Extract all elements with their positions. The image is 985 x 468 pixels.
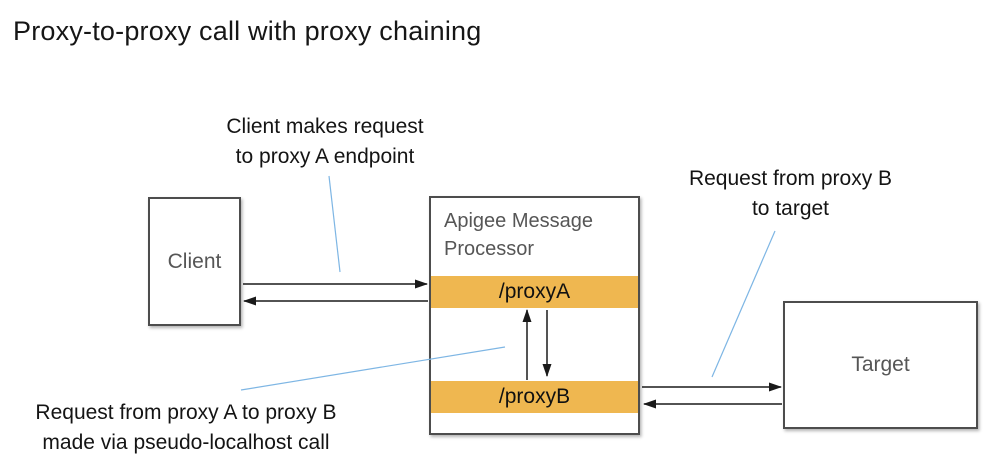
annotation-proxyb-to-target-line2: to target xyxy=(751,197,830,220)
proxy-b-label: /proxyB xyxy=(498,385,571,408)
page-title: Proxy-to-proxy call with proxy chaining xyxy=(13,16,482,46)
proxy-a-bar: /proxyA xyxy=(431,276,638,308)
annotation-proxya-to-proxyb-line1: Request from proxy A to proxy B xyxy=(35,401,337,424)
annotation-client-request-line1: Client makes request xyxy=(226,115,424,138)
client-node: Client xyxy=(148,197,241,326)
client-node-label: Client xyxy=(167,249,222,273)
annotation-proxya-to-proxyb: Request from proxy A to proxy B made via… xyxy=(5,398,367,458)
annotation-proxyb-to-target: Request from proxy B to target xyxy=(658,164,923,224)
target-node-label: Target xyxy=(851,353,910,376)
message-processor-title-line1: Apigee Message xyxy=(444,210,593,232)
message-processor-node: Apigee Message Processor /proxyA /proxyB xyxy=(429,196,640,435)
annotation-line-client-request xyxy=(328,175,341,273)
annotation-line-proxyb-target xyxy=(711,230,776,378)
annotation-proxyb-to-target-line1: Request from proxy B xyxy=(688,167,893,190)
proxy-a-label: /proxyA xyxy=(498,280,571,303)
annotation-proxya-to-proxyb-line2: made via pseudo-localhost call xyxy=(42,431,330,454)
target-node: Target xyxy=(783,301,978,429)
annotation-client-request: Client makes request to proxy A endpoint xyxy=(190,112,460,172)
message-processor-title-line2: Processor xyxy=(444,238,535,260)
proxy-b-bar: /proxyB xyxy=(431,381,638,413)
annotation-client-request-line2: to proxy A endpoint xyxy=(235,145,415,168)
message-processor-title: Apigee Message Processor xyxy=(444,207,593,263)
